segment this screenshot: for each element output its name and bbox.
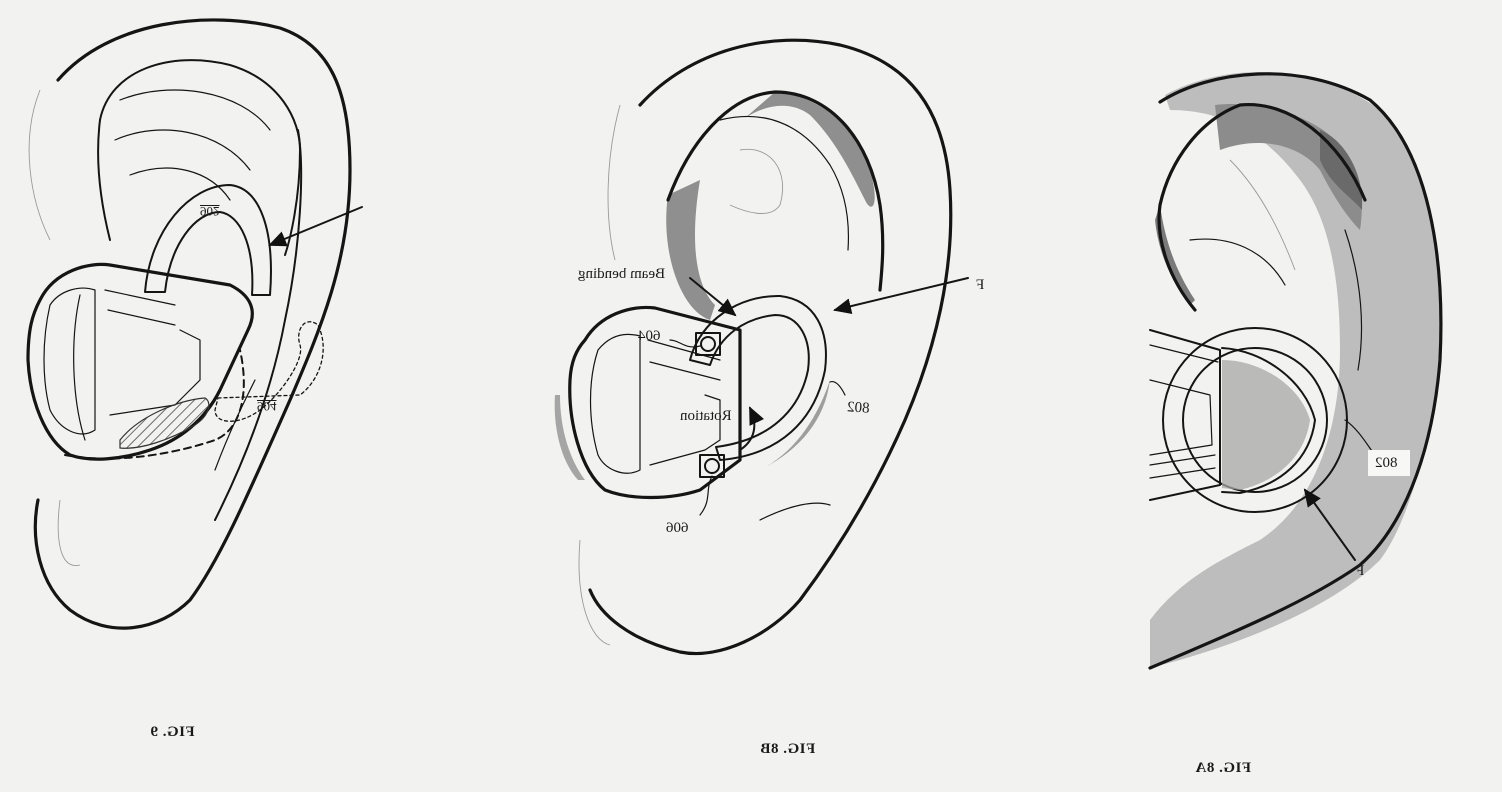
label-802: 802 xyxy=(846,399,871,417)
label-beam-bending: Beam bending xyxy=(578,266,666,282)
label-box-802 xyxy=(1368,450,1410,476)
outline-904 xyxy=(214,321,324,422)
label-902: 902 xyxy=(200,204,220,219)
label-604: 604 xyxy=(638,328,661,344)
rotation-arrow xyxy=(739,406,765,451)
figure-caption-fig8b: FIG. 8B xyxy=(760,741,816,757)
shaded-helix xyxy=(1150,72,1441,668)
label-force-f-fig8a: F xyxy=(1356,563,1365,579)
pivot-604 xyxy=(695,332,721,356)
ear-antihelix xyxy=(99,59,301,256)
earbud-body xyxy=(568,305,742,500)
figure-9 xyxy=(26,18,363,630)
label-802-fig8a: 802 xyxy=(1375,455,1398,471)
ear-outer-helix xyxy=(33,18,352,630)
force-arrow xyxy=(833,277,969,315)
label-rotation: Rotation xyxy=(680,408,732,424)
ear-outer-helix xyxy=(588,38,953,655)
figure-caption-fig8a: FIG. 8A xyxy=(1195,760,1251,776)
figure-8a xyxy=(1148,72,1443,670)
label-904: 904 xyxy=(257,399,277,414)
label-force-f: F xyxy=(976,277,985,293)
label-606: 606 xyxy=(666,520,689,536)
beam-bending-arrow xyxy=(689,277,737,317)
force-arrow xyxy=(268,206,363,247)
beam-902 xyxy=(144,184,272,296)
beam-802 xyxy=(689,294,827,461)
figure-caption-fig9: FIG. 9 xyxy=(150,724,195,740)
force-arrow xyxy=(1303,488,1356,561)
hatched-contact-area xyxy=(119,397,210,449)
earbud-body xyxy=(1149,329,1221,501)
beam-802-ring xyxy=(1162,327,1348,513)
shaded-region xyxy=(745,92,875,207)
figure-8b xyxy=(554,38,969,655)
earbud-body xyxy=(26,262,254,461)
